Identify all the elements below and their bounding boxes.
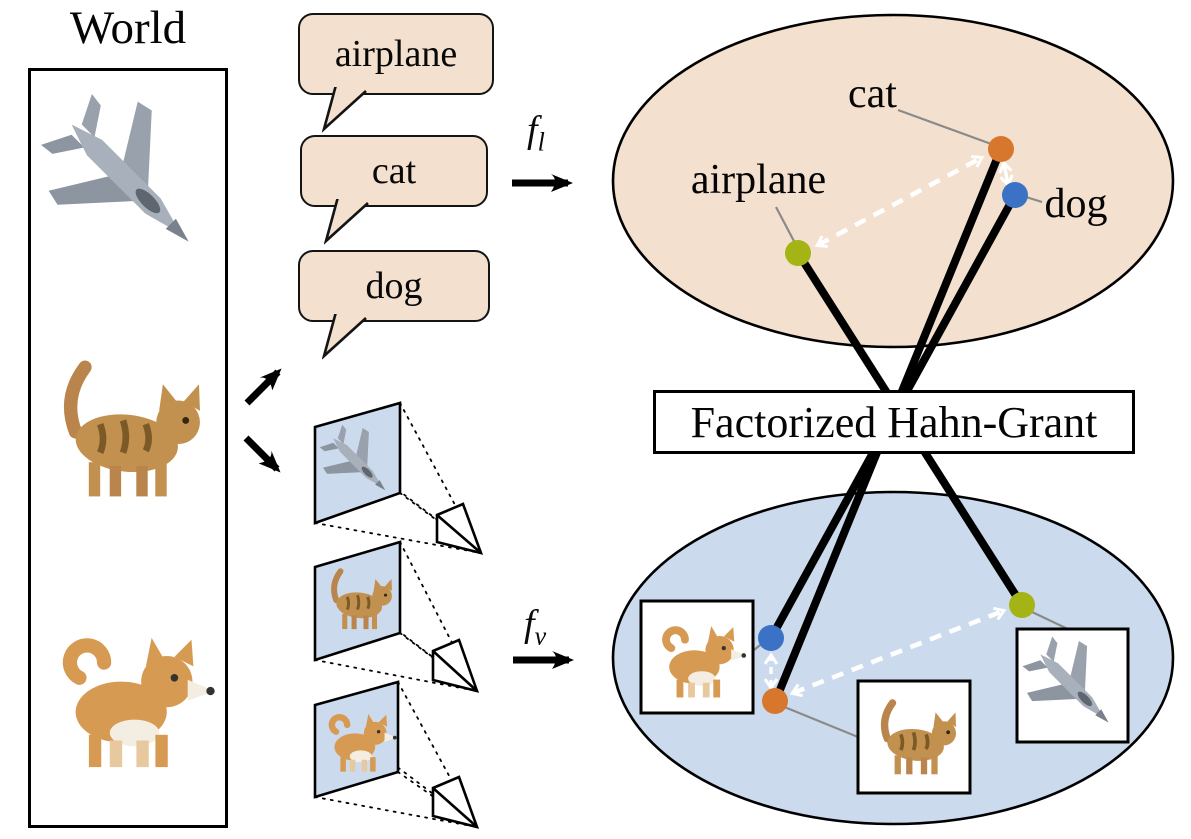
speech-bubble-tail-icon (324, 199, 369, 245)
world-title: World (69, 2, 187, 54)
vision-dot-dog (758, 625, 784, 651)
camera-frustum-icon (435, 502, 484, 555)
language-arrow-cat-dog (1004, 164, 1008, 184)
language-dot-airplane (785, 240, 811, 266)
language-dot-dog (1002, 182, 1028, 208)
language-space-dog-label: dog (1044, 181, 1108, 227)
vision-dot-cat (762, 688, 788, 714)
speech-bubble-airplane: airplane (298, 13, 494, 95)
camera-views (310, 401, 484, 829)
correspondence-arrows (771, 158, 1008, 693)
world-to-language-arrow (244, 368, 282, 406)
language-arrow-airplane-cat (818, 158, 981, 245)
language-space-cat-label: cat (848, 71, 897, 117)
speech-bubble-dog: dog (298, 250, 490, 322)
speech-bubble-cat: cat (300, 135, 488, 207)
speech-bubble-cat-label: cat (371, 150, 417, 192)
world-to-vision-arrow (243, 435, 281, 473)
speech-bubble-tail-icon (322, 314, 367, 360)
speech-bubble-tail-icon (322, 87, 367, 133)
vision-arrow-orange-olive (793, 611, 1003, 693)
world-branch-arrows (243, 368, 282, 473)
vision-photos (639, 599, 1137, 795)
vision-dot-airplane (1009, 592, 1035, 618)
camera-frustum-icon (431, 638, 480, 693)
language-space-airplane-label: airplane (690, 157, 827, 203)
language-encoder-label: fl (527, 109, 545, 157)
connectors (753, 108, 1073, 739)
world-box (28, 68, 228, 828)
embedding-dots (758, 136, 1035, 714)
camera-frustum-icon (431, 775, 480, 829)
vision-encoder-label: fv (524, 603, 547, 651)
matcher-box: Factorized Hahn-Grant (653, 390, 1135, 454)
speech-bubble-dog-label: dog (365, 265, 423, 307)
language-dot-cat (988, 136, 1014, 162)
matcher-box-label: Factorized Hahn-Grant (690, 397, 1098, 447)
speech-bubble-airplane-label: airplane (334, 33, 458, 75)
